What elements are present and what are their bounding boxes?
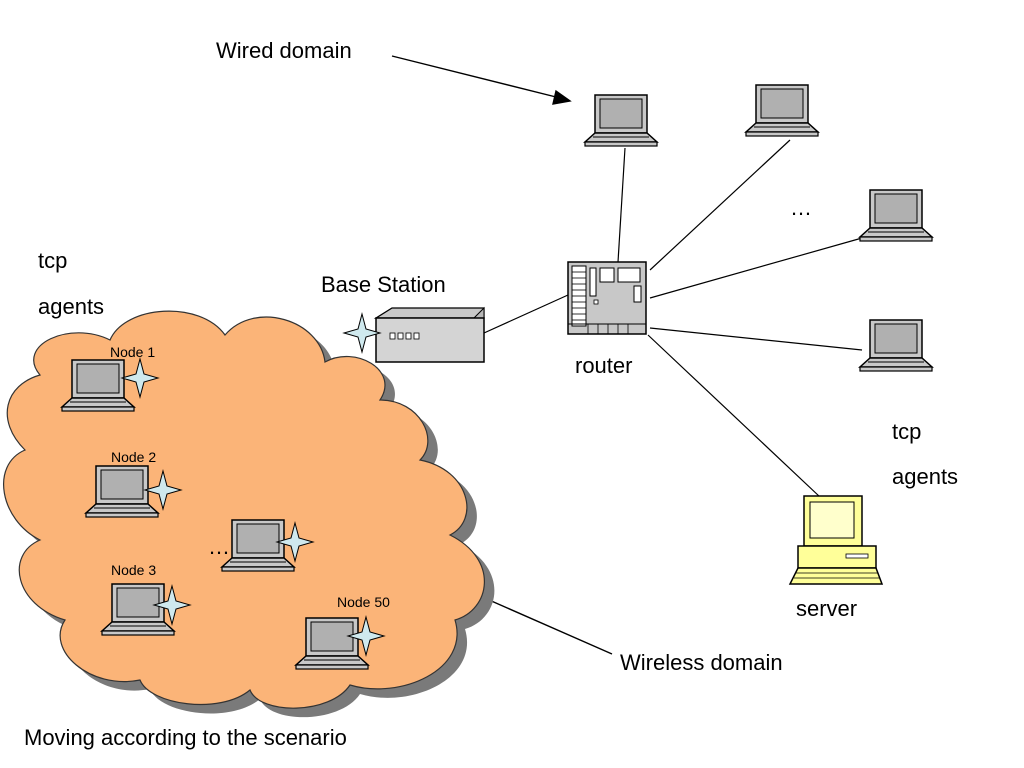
base-station-icon bbox=[373, 306, 485, 363]
wired-domain-label: Wired domain bbox=[216, 38, 352, 63]
wireless-node-50[interactable]: Node 50 bbox=[295, 594, 390, 670]
wired-laptop-3[interactable] bbox=[859, 189, 933, 242]
laptop-icon bbox=[859, 319, 933, 372]
link-basestation-router bbox=[483, 294, 569, 334]
laptop-icon bbox=[584, 94, 658, 147]
laptop-icon bbox=[85, 465, 159, 518]
server-device[interactable] bbox=[788, 495, 884, 585]
wired-laptop-4[interactable] bbox=[859, 319, 933, 372]
desktop-computer-icon bbox=[788, 495, 884, 585]
tcp-agents-left-line2: agents bbox=[38, 294, 104, 319]
base-station-label: Base Station bbox=[321, 272, 446, 297]
node-label: Node 3 bbox=[111, 562, 156, 578]
node-label: Node 50 bbox=[337, 594, 390, 610]
wireless-node-3[interactable]: Node 3 bbox=[101, 562, 191, 636]
wireless-node-2[interactable]: Node 2 bbox=[85, 449, 182, 518]
tcp-agents-right-line2: agents bbox=[892, 464, 958, 489]
link-router-laptop-1 bbox=[617, 147, 626, 263]
laptop-icon bbox=[101, 583, 175, 636]
node-label: Node 1 bbox=[110, 344, 155, 360]
tcp-agents-right-line1: tcp bbox=[892, 419, 921, 444]
laptop-icon bbox=[745, 84, 819, 137]
base-station-device[interactable] bbox=[343, 306, 485, 363]
wired-ellipsis: … bbox=[790, 195, 812, 220]
wireless-node-1[interactable]: Node 1 bbox=[61, 344, 159, 412]
link-router-laptop-3 bbox=[649, 237, 863, 299]
wireless-ellipsis: … bbox=[208, 534, 230, 559]
scenario-caption: Moving according to the scenario bbox=[24, 725, 347, 750]
laptop-icon bbox=[295, 617, 369, 670]
wireless-domain-label: Wireless domain bbox=[620, 650, 783, 675]
wired-domain-arrowhead bbox=[552, 89, 572, 105]
link-router-laptop-2 bbox=[649, 139, 791, 271]
wired-laptop-2[interactable] bbox=[745, 84, 819, 137]
link-router-laptop-4 bbox=[649, 327, 863, 351]
link-router-server bbox=[647, 334, 821, 498]
router-label: router bbox=[575, 353, 632, 378]
wireless-domain-arrow bbox=[479, 595, 613, 655]
antenna-star-icon bbox=[343, 313, 381, 353]
tcp-agents-left-line1: tcp bbox=[38, 248, 67, 273]
node-label: Node 2 bbox=[111, 449, 156, 465]
laptop-icon bbox=[859, 189, 933, 242]
laptop-icon bbox=[61, 359, 135, 412]
wired-links bbox=[483, 139, 863, 498]
laptop-icon bbox=[221, 519, 295, 572]
router-device[interactable] bbox=[567, 261, 647, 335]
server-label: server bbox=[796, 596, 857, 621]
wired-domain-arrow bbox=[391, 55, 561, 99]
wired-laptop-1[interactable] bbox=[584, 94, 658, 147]
router-icon bbox=[567, 261, 647, 335]
